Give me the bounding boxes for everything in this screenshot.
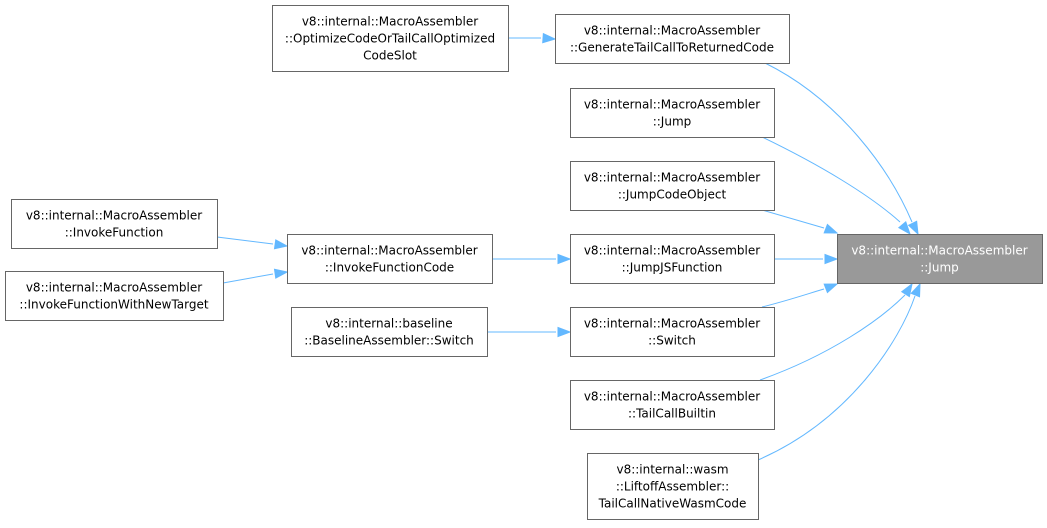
- node-box[interactable]: [287, 234, 493, 284]
- edge-optimize_code-to-gen_tail_call: [508, 32, 557, 44]
- edge-jump_js_function-to-jump_target: [774, 253, 839, 265]
- arrowhead-icon: [897, 221, 911, 236]
- node-box[interactable]: [5, 271, 224, 321]
- node-baseline-switch[interactable]: v8::internal::baseline::BaselineAssemble…: [291, 307, 488, 357]
- edge-baseline_switch-to-switch: [487, 326, 572, 338]
- node-label-line: v8::internal::wasm: [616, 463, 728, 477]
- node-label-line: ::InvokeFunctionWithNewTarget: [19, 298, 208, 312]
- node-label-line: ::Jump: [653, 115, 692, 129]
- node-label-line: v8::internal::MacroAssembler: [851, 244, 1027, 258]
- node-label-line: ::TailCallBuiltin: [628, 407, 716, 421]
- node-label-line: CodeSlot: [363, 49, 417, 63]
- node-label-line: v8::internal::MacroAssembler: [584, 317, 760, 331]
- arrowhead-icon: [273, 268, 289, 279]
- node-label-line: v8::internal::baseline: [325, 317, 452, 331]
- arrowhead-icon: [910, 282, 921, 298]
- node-label-line: ::OptimizeCodeOrTailCallOptimized: [285, 32, 495, 46]
- node-box[interactable]: [555, 14, 790, 64]
- arrowhead-icon: [823, 223, 839, 234]
- node-box[interactable]: [570, 307, 775, 357]
- node-label-line: v8::internal::MacroAssembler: [26, 209, 202, 223]
- edge-line: [757, 295, 916, 461]
- node-label-line: ::Jump: [920, 261, 959, 275]
- node-switch[interactable]: v8::internal::MacroAssembler::Switch: [570, 307, 775, 357]
- node-jump-code-object[interactable]: v8::internal::MacroAssembler::JumpCodeOb…: [570, 161, 775, 211]
- node-label-line: ::GenerateTailCallToReturnedCode: [570, 41, 774, 55]
- node-tail-call-native-wasm[interactable]: v8::internal::wasm::LiftoffAssembler::Ta…: [587, 453, 759, 520]
- edge-jump_code_object-to-jump_target: [761, 209, 839, 234]
- edge-gen_tail_call-to-jump_target: [764, 62, 919, 236]
- edge-switch-to-jump_target: [761, 283, 839, 308]
- edge-line: [761, 209, 825, 229]
- edge-tail_call_builtin-to-jump_target: [759, 282, 913, 381]
- edge-line: [761, 136, 901, 223]
- node-label-line: ::BaselineAssembler::Switch: [304, 334, 474, 348]
- edge-line: [764, 62, 913, 223]
- node-jump-target[interactable]: v8::internal::MacroAssembler::Jump: [837, 234, 1043, 284]
- edge-line: [761, 288, 825, 308]
- node-label-line: v8::internal::MacroAssembler: [584, 171, 760, 185]
- node-box[interactable]: [11, 199, 218, 249]
- node-label-line: ::Switch: [648, 334, 696, 348]
- node-box[interactable]: [570, 234, 775, 284]
- edge-invoke_function_code-to-jump_js_function: [492, 253, 572, 265]
- edge-line: [222, 273, 274, 284]
- node-invoke-function-new-target[interactable]: v8::internal::MacroAssembler::InvokeFunc…: [5, 271, 224, 321]
- node-label-line: v8::internal::MacroAssembler: [584, 390, 760, 404]
- node-box[interactable]: [291, 307, 488, 357]
- edge-line: [216, 236, 274, 245]
- edge-line: [759, 294, 906, 381]
- node-label-line: ::LiftoffAssembler::: [616, 480, 729, 494]
- arrowhead-icon: [907, 220, 919, 236]
- node-invoke-function-code[interactable]: v8::internal::MacroAssembler::InvokeFunc…: [287, 234, 493, 284]
- node-label-line: v8::internal::MacroAssembler: [584, 244, 760, 258]
- node-box[interactable]: [570, 88, 775, 138]
- edges-layer: [216, 32, 921, 461]
- node-label-line: ::InvokeFunctionCode: [325, 261, 454, 275]
- node-box[interactable]: [570, 161, 775, 211]
- arrowhead-icon: [273, 239, 289, 250]
- node-label-line: v8::internal::MacroAssembler: [302, 15, 478, 29]
- node-box[interactable]: [837, 234, 1043, 284]
- node-label-line: v8::internal::MacroAssembler: [584, 98, 760, 112]
- edge-invoke_function-to-invoke_function_code: [216, 236, 289, 250]
- node-invoke-function[interactable]: v8::internal::MacroAssembler::InvokeFunc…: [11, 199, 218, 249]
- arrowhead-icon: [542, 32, 557, 44]
- nodes-layer: v8::internal::MacroAssembler::Jumpv8::in…: [5, 5, 1043, 520]
- arrowhead-icon: [824, 253, 839, 265]
- node-label-line: v8::internal::MacroAssembler: [301, 244, 477, 258]
- arrowhead-icon: [557, 326, 572, 338]
- node-label-line: ::JumpCodeObject: [618, 188, 727, 202]
- edge-tail_call_native_wasm-to-jump_target: [757, 282, 921, 461]
- node-label-line: TailCallNativeWasmCode: [598, 497, 747, 511]
- node-jump-js-function[interactable]: v8::internal::MacroAssembler::JumpJSFunc…: [570, 234, 775, 284]
- node-box[interactable]: [272, 5, 509, 72]
- node-box[interactable]: [570, 380, 775, 430]
- node-optimize-code[interactable]: v8::internal::MacroAssembler::OptimizeCo…: [272, 5, 509, 72]
- node-tail-call-builtin[interactable]: v8::internal::MacroAssembler::TailCallBu…: [570, 380, 775, 430]
- arrowhead-icon: [557, 253, 572, 265]
- node-label-line: v8::internal::MacroAssembler: [584, 24, 760, 38]
- node-box[interactable]: [587, 453, 759, 520]
- edge-invoke_function_new_target-to-invoke_function_code: [222, 268, 289, 284]
- node-gen-tail-call[interactable]: v8::internal::MacroAssembler::GenerateTa…: [555, 14, 790, 64]
- arrowhead-icon: [823, 283, 839, 294]
- node-label-line: v8::internal::MacroAssembler: [26, 281, 202, 295]
- edge-jump_overload-to-jump_target: [761, 136, 911, 236]
- node-label-line: ::JumpJSFunction: [622, 261, 723, 275]
- node-jump-overload[interactable]: v8::internal::MacroAssembler::Jump: [570, 88, 775, 138]
- node-label-line: ::InvokeFunction: [65, 226, 164, 240]
- arrowhead-icon: [900, 282, 913, 298]
